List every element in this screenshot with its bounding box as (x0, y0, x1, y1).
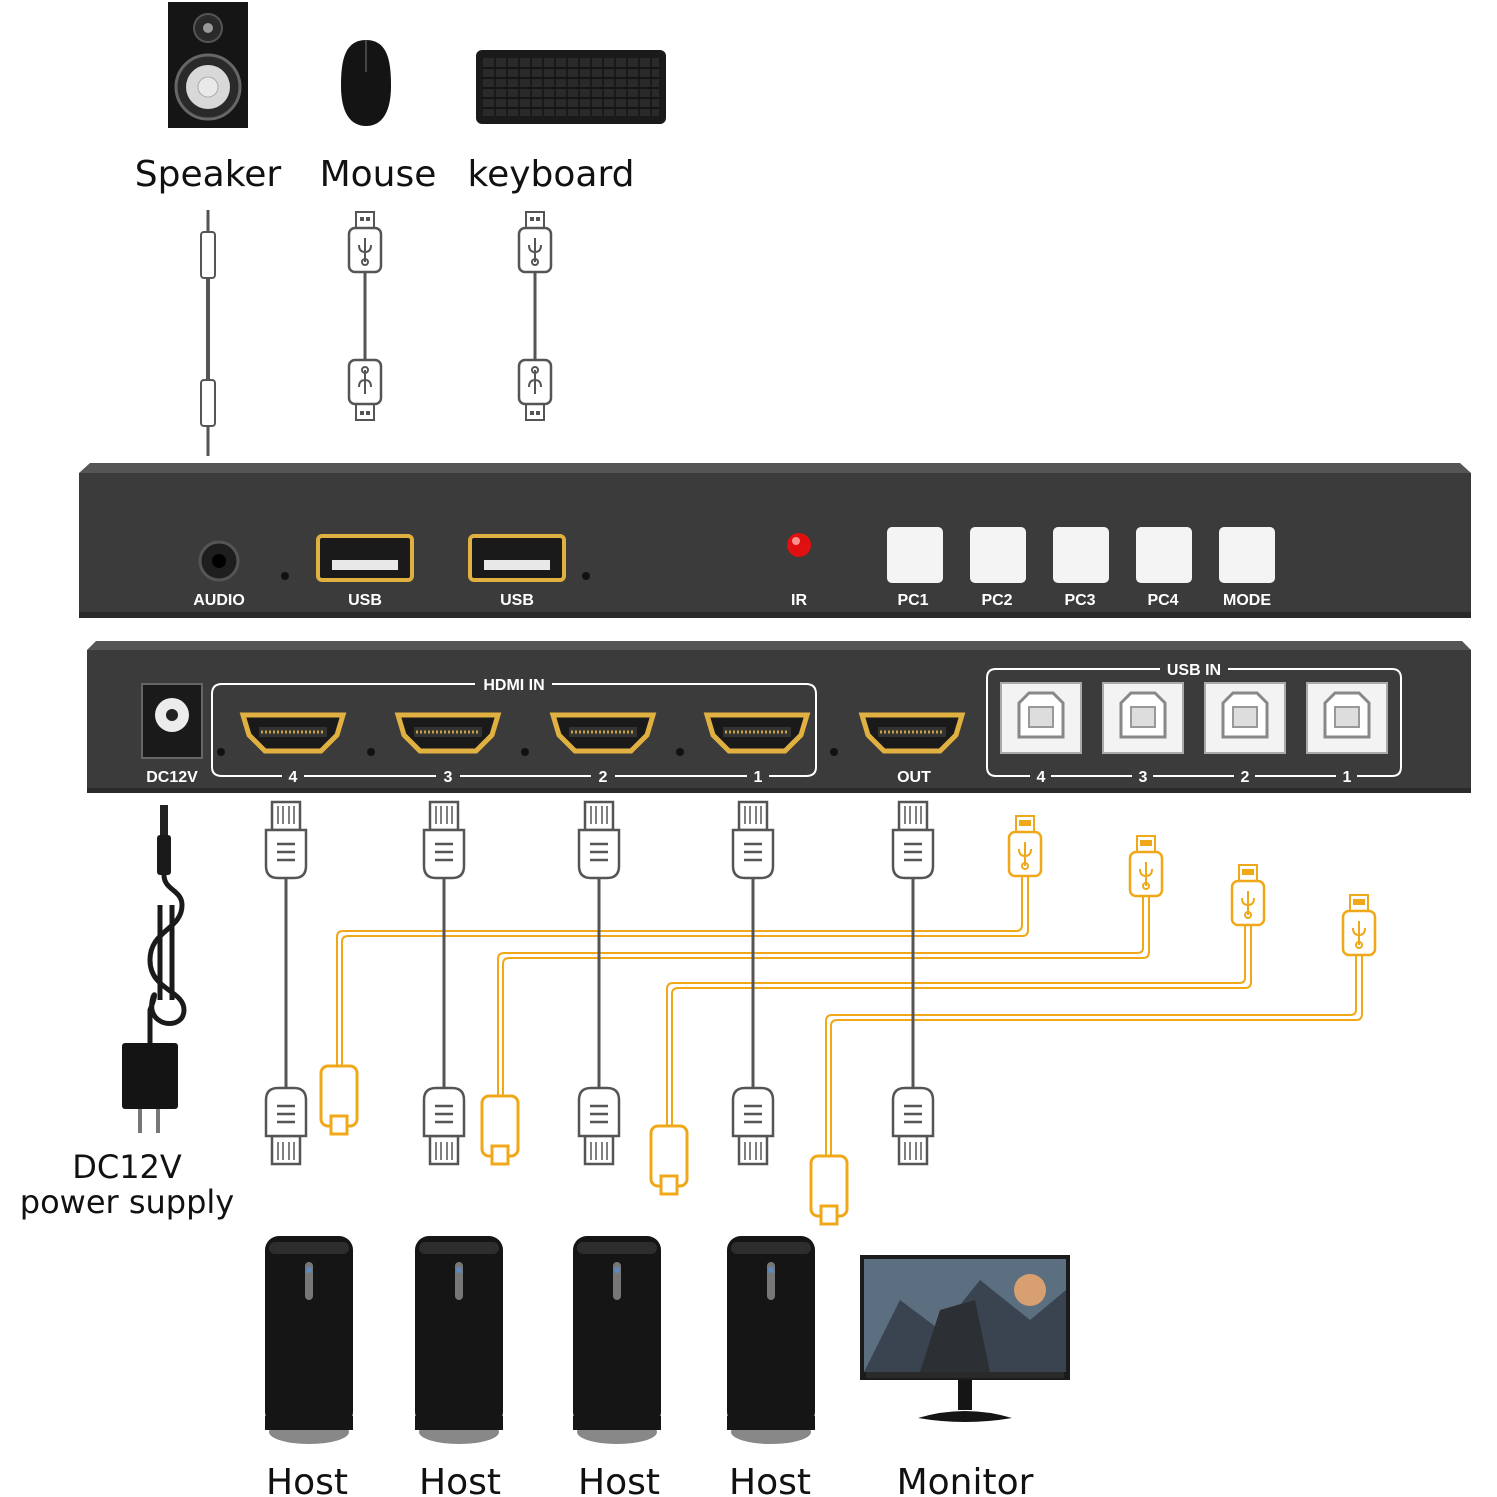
usb-in-frame (986, 668, 1402, 777)
hdmi-cable-4 (264, 800, 308, 1166)
hdmi-out-port[interactable] (862, 715, 962, 751)
hdmi-in-port-3[interactable] (398, 715, 498, 751)
pc2-button-label: PC2 (981, 592, 1012, 609)
mouse-usb-cable (347, 210, 383, 422)
host-2-icon (415, 1236, 503, 1444)
ir-label: IR (791, 592, 807, 609)
host-1-icon (265, 1236, 353, 1444)
usb-in-port-1[interactable] (1305, 681, 1389, 755)
audio-port-label: AUDIO (193, 592, 245, 609)
power-supply-label-line2: power supply (20, 1183, 234, 1221)
hdmi-in-frame (211, 683, 817, 777)
hdmi-cable-2 (577, 800, 621, 1166)
usb-in-1-label: 1 (1343, 769, 1352, 786)
hdmi-cable-3 (422, 800, 466, 1166)
keyboard-icon (476, 50, 666, 124)
usb-in-title: USB IN (1167, 662, 1221, 679)
usb-port-1[interactable] (316, 534, 414, 582)
usb-in-4-label: 4 (1037, 769, 1046, 786)
audio-cable (200, 210, 216, 456)
pc4-button-label: PC4 (1147, 592, 1178, 609)
hdmi-cable-out (891, 800, 935, 1166)
dc-port-label: DC12V (146, 769, 198, 786)
hdmi-cable-1 (731, 800, 775, 1166)
hdmi-in-2-label: 2 (599, 769, 608, 786)
keyboard-label: keyboard (468, 154, 635, 195)
usb-cable-4 (319, 814, 1043, 1136)
usb-cable-2 (649, 863, 1266, 1196)
monitor-label: Monitor (897, 1462, 1034, 1497)
pc3-button-label: PC3 (1064, 592, 1095, 609)
power-adapter-icon (122, 805, 187, 1133)
usb-port-2-label: USB (500, 592, 534, 609)
hdmi-in-3-label: 3 (444, 769, 453, 786)
power-supply-label-line1: DC12V (72, 1148, 182, 1186)
dc-power-port[interactable] (141, 683, 203, 759)
usb-port-2[interactable] (468, 534, 566, 582)
mode-button[interactable] (1219, 527, 1275, 583)
usb-in-3-label: 3 (1139, 769, 1148, 786)
mouse-label: Mouse (320, 154, 437, 195)
host-3-label: Host (578, 1462, 660, 1497)
host-4-icon (727, 1236, 815, 1444)
hdmi-out-label: OUT (897, 769, 931, 786)
hdmi-in-1-label: 1 (754, 769, 763, 786)
usb-port-1-label: USB (348, 592, 382, 609)
keyboard-usb-cable (517, 210, 553, 422)
usb-in-port-3[interactable] (1101, 681, 1185, 755)
usb-cable-3 (480, 834, 1164, 1166)
audio-jack[interactable] (198, 540, 240, 582)
usb-cable-1 (809, 893, 1377, 1226)
ir-led (787, 533, 811, 557)
monitor-icon (860, 1255, 1070, 1422)
hdmi-in-port-4[interactable] (243, 715, 343, 751)
mode-button-label: MODE (1223, 592, 1271, 609)
host-1-label: Host (266, 1462, 348, 1497)
pc1-button[interactable] (887, 527, 943, 583)
host-3-icon (573, 1236, 661, 1444)
usb-in-2-label: 2 (1241, 769, 1250, 786)
hdmi-in-4-label: 4 (289, 769, 298, 786)
pc1-button-label: PC1 (897, 592, 928, 609)
speaker-label: Speaker (135, 154, 282, 195)
mouse-icon (341, 40, 391, 126)
host-4-label: Host (729, 1462, 811, 1497)
hdmi-in-port-1[interactable] (707, 715, 807, 751)
speaker-icon (168, 2, 248, 128)
host-2-label: Host (419, 1462, 501, 1497)
usb-in-port-4[interactable] (999, 681, 1083, 755)
pc3-button[interactable] (1053, 527, 1109, 583)
hdmi-in-title: HDMI IN (483, 677, 544, 694)
usb-in-port-2[interactable] (1203, 681, 1287, 755)
hdmi-in-port-2[interactable] (553, 715, 653, 751)
pc4-button[interactable] (1136, 527, 1192, 583)
pc2-button[interactable] (970, 527, 1026, 583)
